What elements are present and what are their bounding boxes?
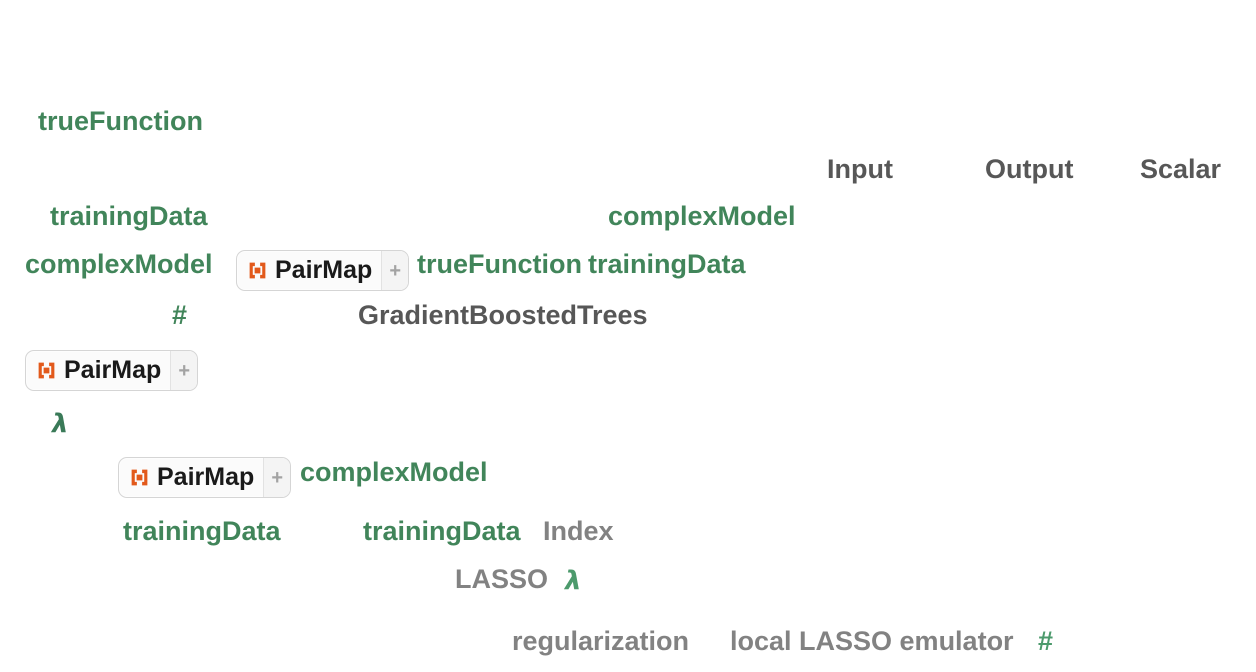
token-complexModel: complexModel (25, 249, 213, 279)
string-index: Index (543, 516, 614, 546)
token-trainingData: trainingData (363, 516, 521, 546)
token-complexModel: complexModel (608, 201, 796, 231)
resource-function-pairmap-button[interactable]: PairMap + (25, 350, 199, 391)
slot-hash-token: # (1038, 626, 1054, 656)
token-trainingData: trainingData (50, 201, 208, 231)
string-lasso: LASSO (455, 564, 549, 594)
resource-function-pairmap-button[interactable]: PairMap + (236, 250, 410, 291)
resource-function-label: PairMap (64, 356, 162, 384)
token-trueFunction: trueFunction (38, 106, 203, 136)
resource-function-label: PairMap (157, 463, 255, 491)
resource-function-icon (36, 360, 57, 381)
token-trueFunction: trueFunction (417, 249, 582, 279)
insert-plus-icon[interactable]: + (170, 351, 198, 390)
lambda-variable-token: λ (565, 566, 582, 596)
resource-function-icon (129, 467, 150, 488)
string-gradient-boosted-trees: GradientBoostedTrees (358, 300, 648, 330)
resource-function-label: PairMap (275, 256, 373, 284)
slot-hash-token: # (172, 300, 188, 330)
resource-function-icon (247, 260, 268, 281)
token-complexModel: complexModel (300, 457, 488, 487)
string-local-lasso-emulator: local LASSO emulator (730, 626, 1014, 656)
insert-plus-icon[interactable]: + (381, 251, 409, 290)
lambda-variable-token: λ (52, 409, 69, 439)
token-trainingData: trainingData (588, 249, 746, 279)
string-input: Input (827, 154, 893, 184)
insert-plus-icon[interactable]: + (263, 458, 291, 497)
string-scalar: Scalar (1140, 154, 1222, 184)
string-regularization: regularization (512, 626, 690, 656)
resource-function-pairmap-button[interactable]: PairMap + (118, 457, 292, 498)
token-trainingData: trainingData (123, 516, 281, 546)
string-output: Output (985, 154, 1074, 184)
